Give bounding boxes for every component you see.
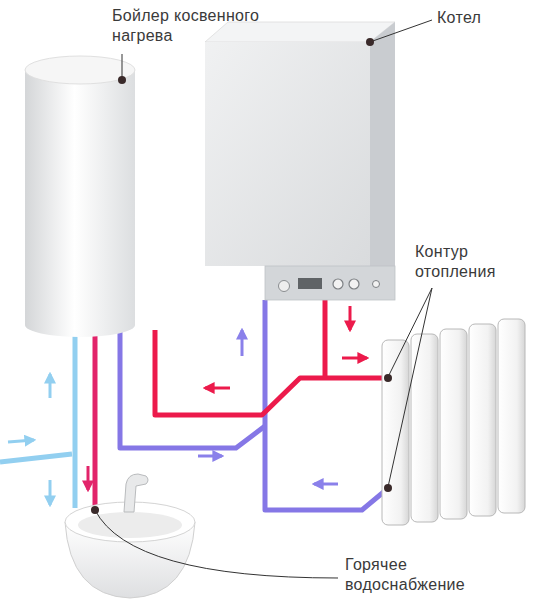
leader-line: [95, 510, 338, 578]
flow-arrow: [87, 466, 90, 490]
callout-label: Контур отопления: [415, 242, 523, 282]
leader-dot: [366, 38, 374, 46]
flow-arrow: [49, 480, 52, 505]
boiler-side: [370, 22, 395, 278]
tank-top: [25, 56, 135, 84]
sink-basin: [78, 512, 182, 538]
leader-dot: [384, 484, 392, 492]
supply-pipe: [323, 300, 328, 378]
leader-dot: [384, 374, 392, 382]
flow-arrow: [241, 330, 244, 356]
hot-water-pipe: [93, 330, 98, 506]
radiator-section: [440, 329, 467, 519]
radiator-section: [469, 324, 496, 516]
leader-dot: [91, 506, 99, 514]
flow-arrow: [49, 374, 52, 398]
faucet: [124, 474, 148, 512]
cold-water-pipe: [0, 454, 72, 462]
water-tank: [25, 56, 135, 337]
leader-dots: [91, 38, 392, 514]
panel-knob: [373, 281, 380, 288]
control-panel: [265, 266, 395, 300]
boiler: [205, 22, 395, 300]
sink: [65, 474, 195, 598]
leader-line: [370, 20, 432, 42]
flow-arrow: [205, 387, 230, 390]
return-pipe: [120, 330, 265, 448]
callout-label: Горячее водоснабжение: [345, 555, 485, 595]
leader-line: [122, 54, 123, 79]
leader-line: [388, 288, 432, 487]
supply-pipe: [155, 330, 386, 415]
flow-arrow: [314, 483, 338, 486]
radiator-section: [411, 334, 438, 522]
return-pipe: [265, 300, 386, 510]
radiator: [382, 319, 525, 525]
callout-label: Котел: [437, 8, 527, 28]
cold-water-pipe: [73, 330, 78, 508]
leader-lines: [95, 20, 432, 578]
radiator-section: [498, 319, 525, 513]
panel-knob: [349, 279, 359, 289]
flow-arrow: [198, 455, 222, 458]
boiler-front: [205, 42, 370, 266]
panel-button: [279, 281, 290, 292]
flow-arrow: [349, 306, 352, 330]
panel-display: [298, 278, 322, 289]
flow-arrow: [8, 440, 34, 442]
leader-dot: [118, 76, 126, 84]
boiler-top: [205, 22, 395, 42]
tank-body: [25, 70, 135, 325]
flow-arrow: [342, 357, 367, 360]
callout-label: Бойлер косвенного нагрева: [112, 6, 277, 46]
flow-arrows: [8, 306, 367, 505]
pipes: [0, 300, 386, 510]
radiator-section: [382, 340, 409, 525]
leader-line: [388, 288, 432, 377]
panel-knob: [333, 279, 343, 289]
